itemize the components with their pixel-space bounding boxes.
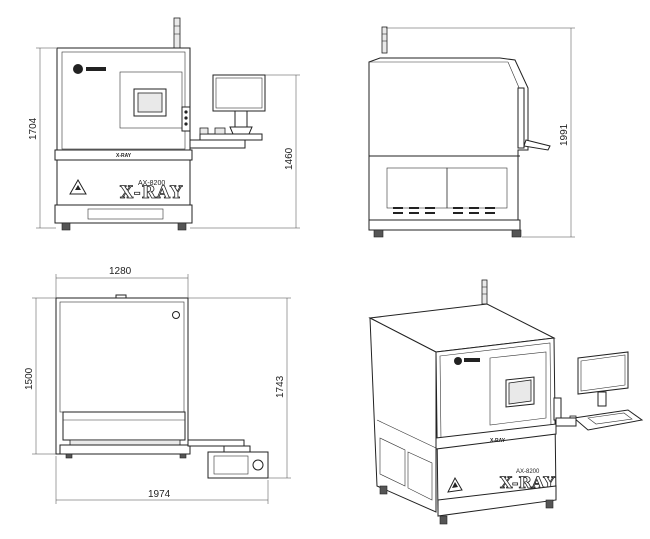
- iso-model-label: AX-8200: [516, 469, 540, 475]
- top-dim-depth: 1500: [24, 367, 35, 390]
- top-monitor: [207, 451, 269, 479]
- front-cabinet-upper: [56, 47, 191, 153]
- iso-view: X-RAY AX-8200 X-RAY: [368, 279, 644, 525]
- front-logo: [73, 64, 106, 74]
- front-base: [54, 204, 193, 224]
- side-tower-light: [381, 26, 388, 54]
- top-front-band: [62, 411, 186, 441]
- iso-monitor: [577, 351, 629, 395]
- front-keyboard-tray: [199, 133, 263, 141]
- top-dim-width-total: 1974: [148, 489, 171, 500]
- iso-tower-light: [481, 279, 488, 305]
- iso-left-face: [369, 317, 437, 513]
- front-tower-light: [173, 17, 181, 49]
- front-panel-label: X-RAY: [116, 153, 132, 159]
- side-keyboard-tray: [523, 139, 551, 151]
- top-dim-width: 1280: [109, 266, 132, 277]
- iso-keyboard-tray: [572, 409, 644, 431]
- side-view: 1991: [368, 26, 575, 238]
- top-dim-depth-total: 1743: [275, 375, 286, 398]
- front-dim-table-height: 1460: [284, 147, 295, 170]
- side-body: [368, 57, 529, 229]
- iso-band: [435, 423, 557, 450]
- front-view: X-RAY AX-8200 X-RAY 1704 1460: [28, 17, 300, 231]
- front-monitor: [212, 74, 266, 112]
- iso-panel-label: X-RAY: [490, 438, 506, 444]
- side-dim-height: 1991: [559, 123, 570, 146]
- front-dim-height: 1704: [28, 117, 39, 140]
- front-brand-logo: X-RAY: [120, 183, 183, 203]
- side-vents: [393, 207, 495, 214]
- front-model-label: AX-8200: [138, 180, 165, 187]
- top-view: 1280 1500 1743 1974: [24, 266, 291, 504]
